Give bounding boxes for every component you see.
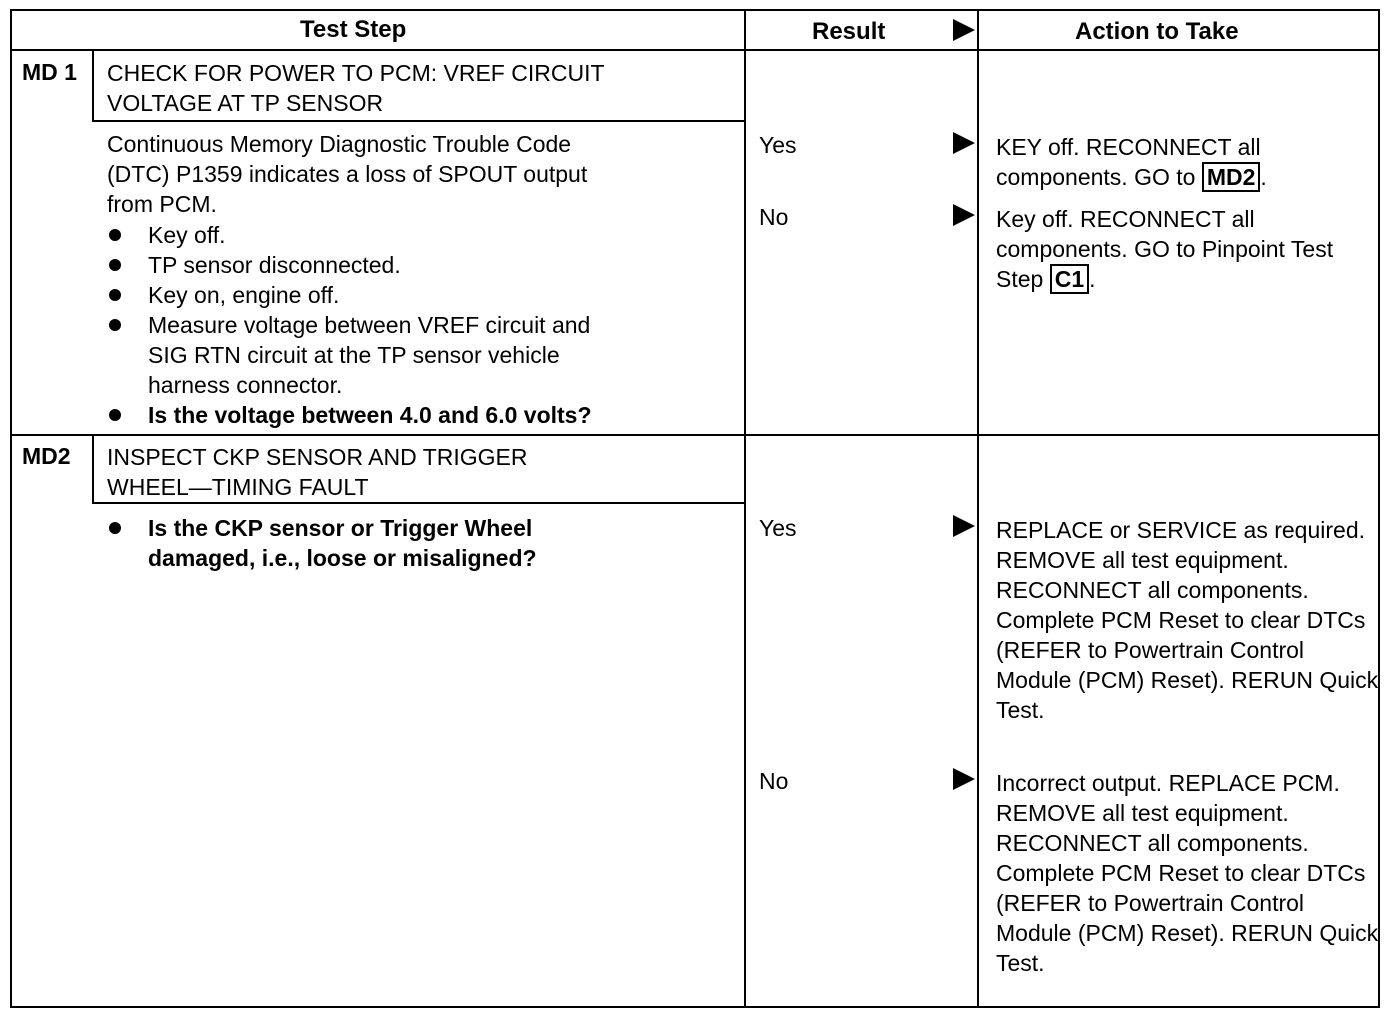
md1-result-no: No (759, 204, 789, 230)
md1-action-no: Key off. RECONNECT all components. GO to… (996, 204, 1381, 294)
header-bottom-border (10, 49, 1380, 51)
result-arrow-icon (953, 132, 975, 154)
bullet-icon (109, 409, 121, 421)
result-arrow-icon (953, 515, 975, 537)
step-title-md1-line1: CHECK FOR POWER TO PCM: VREF CIRCUIT (107, 60, 605, 86)
md2-result-no: No (759, 768, 789, 794)
result-arrow-icon (953, 204, 975, 226)
c1-step-link[interactable]: C1 (1049, 264, 1090, 294)
md1-action-yes: KEY off. RECONNECT all components. GO to… (996, 132, 1381, 192)
md1-bullet-4-line3: harness connector. (148, 372, 343, 398)
table-right-border (1378, 9, 1380, 1008)
md1-intro-line1: Continuous Memory Diagnostic Trouble Cod… (107, 131, 572, 157)
bullet-icon (109, 289, 121, 301)
md1-question: Is the voltage between 4.0 and 6.0 volts… (148, 402, 592, 428)
md1-action-no-tail: . (1089, 266, 1096, 292)
md1-action-no-text: Key off. RECONNECT all components. GO to… (996, 206, 1334, 292)
md2-action-no: Incorrect output. REPLACE PCM. REMOVE al… (996, 770, 1379, 976)
md1-intro-line3: from PCM. (107, 191, 217, 217)
table-left-border (10, 9, 12, 1008)
header-test-step: Test Step (300, 16, 407, 43)
md1-title-bottom-border (94, 120, 746, 122)
md2-question-line1: Is the CKP sensor or Trigger Wheel (148, 515, 533, 541)
step-title-md2-line2: WHEEL—TIMING FAULT (107, 474, 369, 500)
row-divider (10, 434, 1380, 436)
md2-question-line2: damaged, i.e., loose or misaligned? (148, 545, 537, 571)
id-column-border-1 (92, 49, 94, 122)
bullet-icon (109, 259, 121, 271)
md1-action-yes-text: KEY off. RECONNECT all components. GO to (996, 134, 1261, 190)
md2-result-yes: Yes (759, 515, 797, 541)
step-title-md1-line2: VOLTAGE AT TP SENSOR (107, 90, 384, 116)
md2-step-link[interactable]: MD2 (1201, 162, 1261, 192)
md1-intro-line2: (DTC) P1359 indicates a loss of SPOUT ou… (107, 161, 588, 187)
md1-bullet-1: Key off. (148, 222, 226, 248)
action-column-border (977, 9, 979, 1008)
md1-bullet-4-line1: Measure voltage between VREF circuit and (148, 312, 591, 338)
md1-result-yes: Yes (759, 132, 797, 158)
result-arrow-icon (953, 768, 975, 790)
table-bottom-border (10, 1006, 1380, 1008)
header-result: Result (812, 18, 886, 45)
table-top-border (10, 9, 1380, 11)
md2-action-yes: REPLACE or SERVICE as required. REMOVE a… (996, 517, 1379, 723)
md1-bullet-4-line2: SIG RTN circuit at the TP sensor vehicle (148, 342, 560, 368)
bullet-icon (109, 319, 121, 331)
md2-title-bottom-border (94, 502, 746, 504)
bullet-icon (109, 229, 121, 241)
header-action: Action to Take (1075, 18, 1239, 45)
md1-bullet-2: TP sensor disconnected. (148, 252, 401, 278)
bullet-icon (109, 522, 121, 534)
result-column-border (744, 9, 746, 1008)
step-title-md2-line1: INSPECT CKP SENSOR AND TRIGGER (107, 444, 528, 470)
step-id-md2: MD2 (22, 443, 71, 469)
step-id-md1: MD 1 (22, 59, 77, 85)
header-arrow-icon (953, 19, 975, 41)
md1-bullet-3: Key on, engine off. (148, 282, 340, 308)
id-column-border-2 (92, 434, 94, 504)
md1-action-yes-tail: . (1260, 164, 1267, 190)
